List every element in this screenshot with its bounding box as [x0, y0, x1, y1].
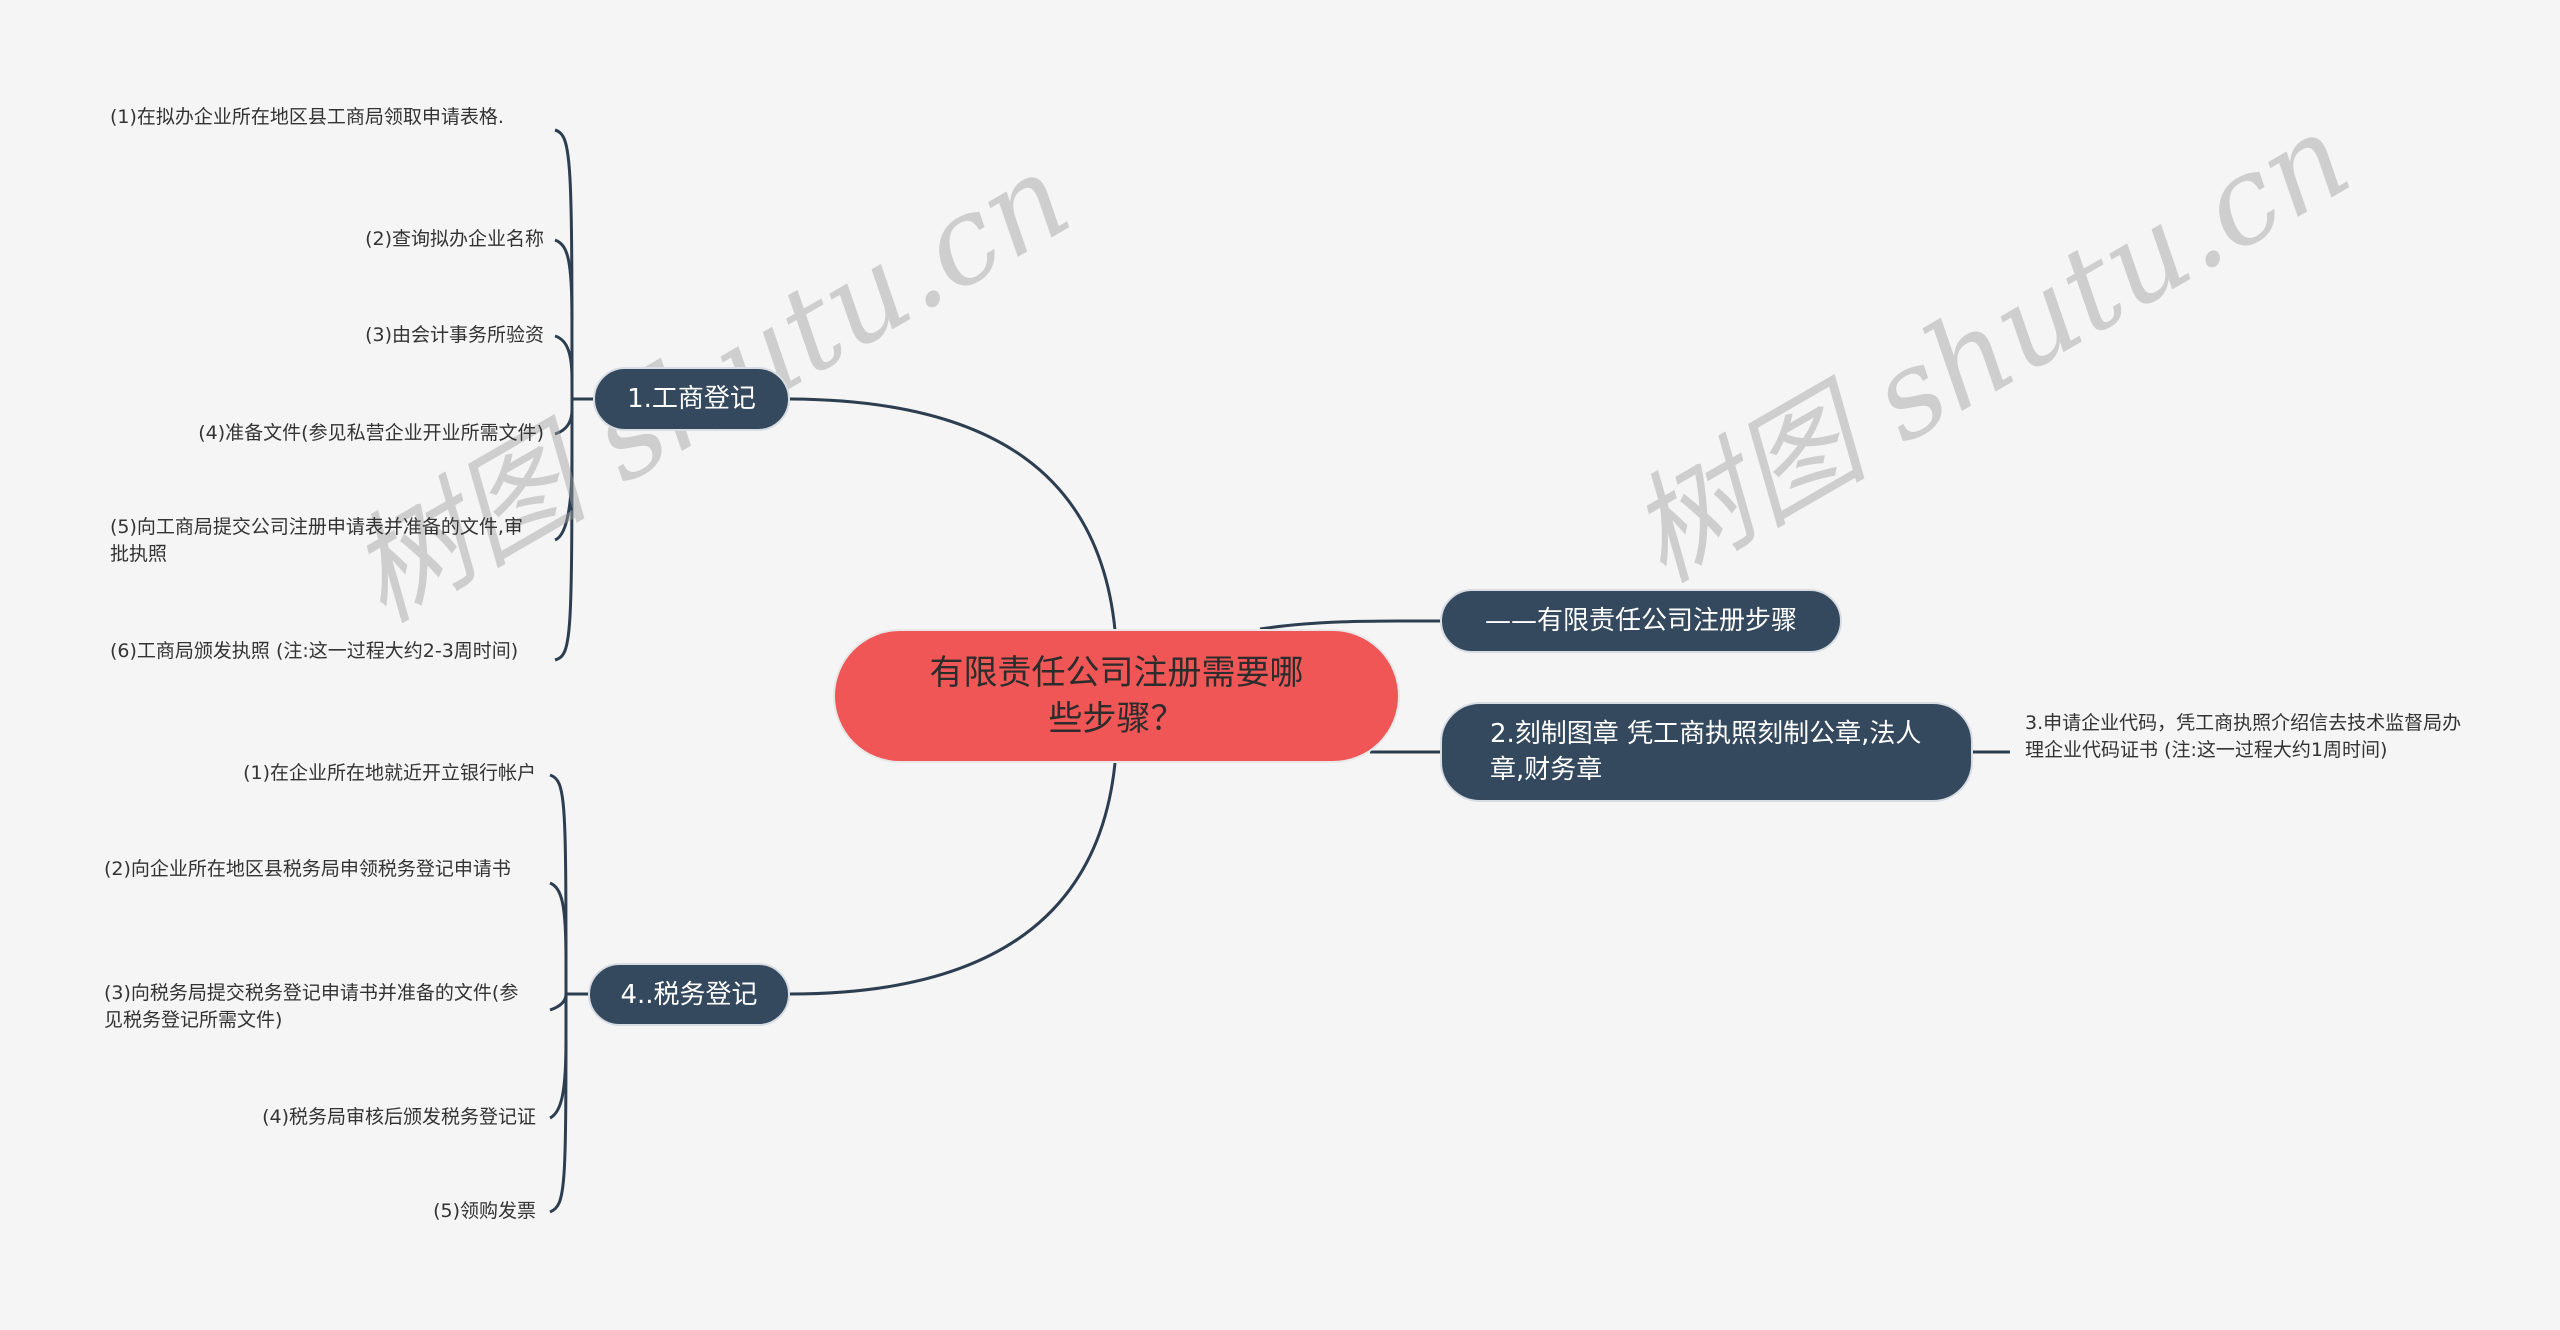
branch-subtitle[interactable]: ——有限责任公司注册步骤 [1440, 589, 1842, 653]
leaf-item[interactable]: (3)由会计事务所验资 [365, 324, 544, 346]
leaf-item[interactable]: (2)查询拟办企业名称 [365, 228, 544, 250]
branch-tax-registration[interactable]: 4..税务登记 [588, 963, 790, 1026]
branch-label: ——有限责任公司注册步骤 [1484, 606, 1797, 636]
central-topic-line1: 有限责任公司注册需要哪 [929, 653, 1304, 693]
leaf-item[interactable]: (5)向工商局提交公司注册申请表并准备的文件,审批执照 [110, 516, 523, 565]
branch-business-registration[interactable]: 1.工商登记 [593, 367, 790, 431]
leaf-item[interactable]: (4)税务局审核后颁发税务登记证 [262, 1106, 536, 1128]
branch-label: 4..税务登记 [620, 979, 758, 1010]
leaf-item[interactable]: (6)工商局颁发执照 (注:这一过程大约2-3周时间) [110, 640, 519, 662]
branch-label: 2.刻制图章 凭工商执照刻制公章,法人章,财务章 [1490, 719, 1922, 785]
leaf-item[interactable]: (4)准备文件(参见私营企业开业所需文件) [198, 422, 544, 444]
central-topic-line2: 些步骤？ [1048, 699, 1185, 739]
leaf-item[interactable]: (3)向税务局提交税务登记申请书并准备的文件(参见税务登记所需文件) [104, 982, 519, 1031]
leaf-item[interactable]: (5)领购发票 [433, 1200, 536, 1222]
branch-label: 1.工商登记 [627, 384, 756, 414]
leaf-item[interactable]: 3.申请企业代码，凭工商执照介绍信去技术监督局办理企业代码证书 (注:这一过程大… [2025, 712, 2462, 761]
central-topic[interactable]: 有限责任公司注册需要哪 些步骤？ [833, 629, 1400, 763]
leaf-item[interactable]: (2)向企业所在地区县税务局申领税务登记申请书 [104, 858, 511, 880]
branch-seal-engraving[interactable]: 2.刻制图章 凭工商执照刻制公章,法人章,财务章 [1440, 702, 1973, 802]
leaf-item[interactable]: (1)在企业所在地就近开立银行帐户 [243, 762, 536, 784]
leaf-item[interactable]: (1)在拟办企业所在地区县工商局领取申请表格. [110, 106, 504, 128]
